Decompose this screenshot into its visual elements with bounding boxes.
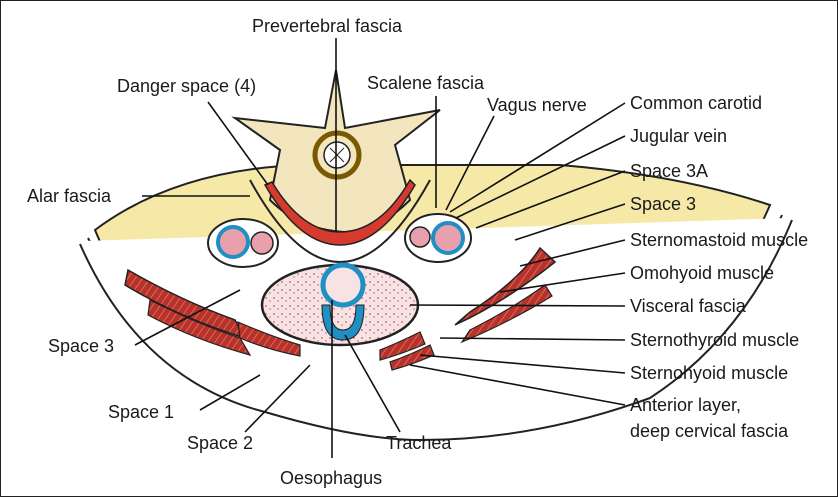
label-oesophagus: Oesophagus <box>280 468 382 488</box>
label-space-3-right: Space 3 <box>630 194 696 214</box>
label-anterior-layer-line1: Anterior layer, <box>630 395 741 415</box>
label-sternothyroid-muscle: Sternothyroid muscle <box>630 330 799 350</box>
label-space-1: Space 1 <box>108 402 174 422</box>
label-anterior-layer-line2: deep cervical fascia <box>630 421 789 441</box>
label-vagus-nerve: Vagus nerve <box>487 95 587 115</box>
label-sternohyoid-muscle: Sternohyoid muscle <box>630 363 788 383</box>
right-carotid-sheath <box>405 214 471 262</box>
label-prevertebral-fascia: Prevertebral fascia <box>252 16 403 36</box>
label-alar-fascia: Alar fascia <box>27 186 112 206</box>
label-omohyoid-muscle: Omohyoid muscle <box>630 263 774 283</box>
label-space-2: Space 2 <box>187 433 253 453</box>
label-jugular-vein: Jugular vein <box>630 126 727 146</box>
label-common-carotid: Common carotid <box>630 93 762 113</box>
label-danger-space: Danger space (4) <box>117 76 256 96</box>
label-visceral-fascia: Visceral fascia <box>630 296 747 316</box>
oesophagus-shape <box>323 265 363 305</box>
label-scalene-fascia: Scalene fascia <box>367 73 485 93</box>
visceral-compartment <box>262 265 418 345</box>
label-space-3a: Space 3A <box>630 161 708 181</box>
left-carotid-sheath <box>208 219 278 267</box>
label-sternomastoid-muscle: Sternomastoid muscle <box>630 230 808 250</box>
label-trachea: Trachea <box>386 433 452 453</box>
label-space-3-left: Space 3 <box>48 336 114 356</box>
